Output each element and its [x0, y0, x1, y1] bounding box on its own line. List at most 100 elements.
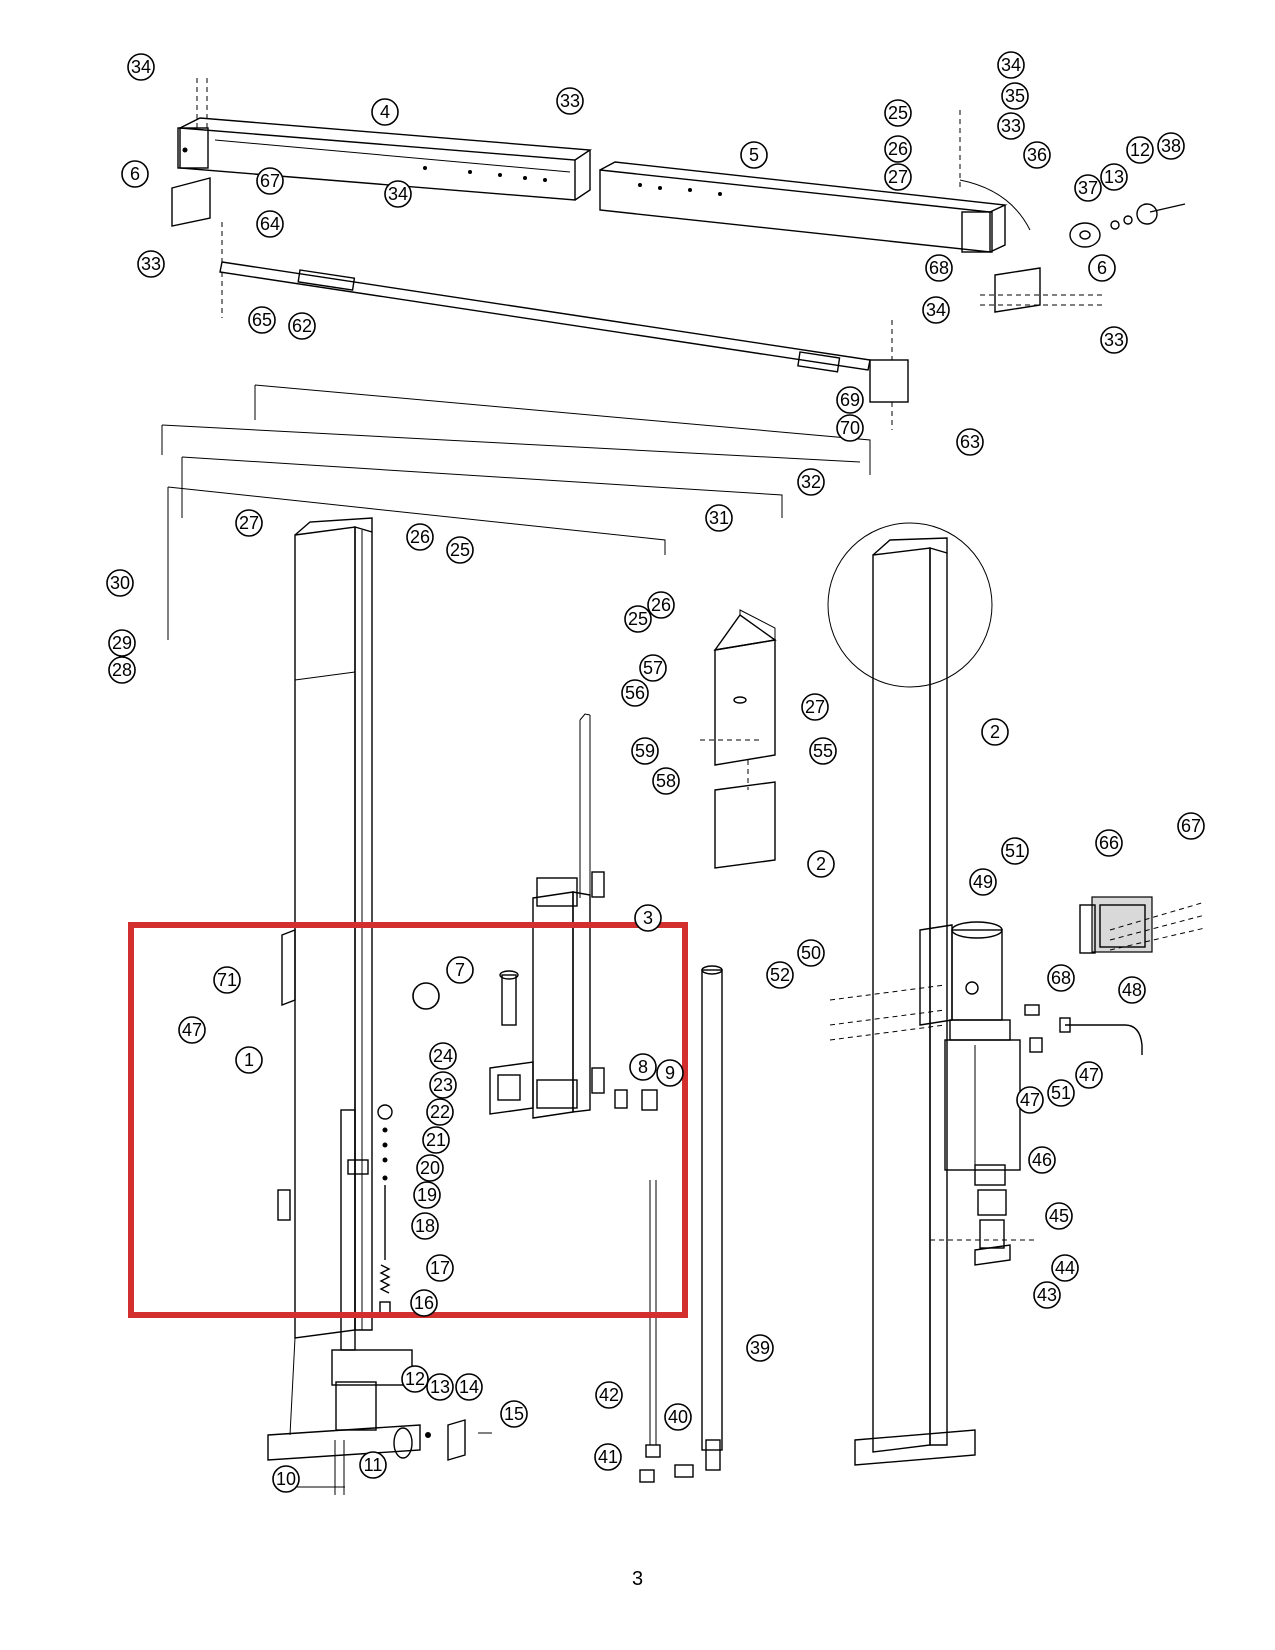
svg-text:27: 27: [805, 697, 825, 717]
cable-36: [959, 179, 1031, 231]
callout: 38: [1157, 132, 1185, 160]
svg-text:25: 25: [888, 103, 908, 123]
pin-7: [499, 970, 519, 1026]
crossbeam-right: [599, 161, 1008, 253]
svg-text:27: 27: [888, 167, 908, 187]
svg-text:30: 30: [110, 573, 130, 593]
svg-text:2: 2: [816, 854, 826, 874]
svg-text:52: 52: [770, 965, 790, 985]
svg-text:29: 29: [112, 633, 132, 653]
svg-text:12: 12: [405, 1369, 425, 1389]
svg-text:68: 68: [1051, 968, 1071, 988]
callout: 39: [746, 1334, 774, 1362]
callout: 36: [1023, 141, 1051, 169]
svg-text:49: 49: [973, 872, 993, 892]
svg-text:14: 14: [459, 1377, 479, 1397]
svg-text:34: 34: [926, 300, 946, 320]
callout: 33: [556, 87, 584, 115]
svg-text:3: 3: [643, 908, 653, 928]
callout: 47: [1016, 1086, 1044, 1114]
svg-text:6: 6: [1097, 258, 1107, 278]
callout: 27: [235, 509, 263, 537]
svg-text:65: 65: [252, 310, 272, 330]
svg-text:62: 62: [292, 316, 312, 336]
bracket-left: [171, 177, 211, 227]
callout: 7: [446, 956, 474, 984]
callout: 19: [413, 1181, 441, 1209]
hardware-dashes-right: [700, 739, 1206, 1241]
svg-text:67: 67: [1181, 816, 1201, 836]
svg-text:10: 10: [276, 1469, 296, 1489]
blocks-8-9: [614, 1089, 658, 1111]
callout: 58: [652, 767, 680, 795]
svg-text:39: 39: [750, 1338, 770, 1358]
callout: 34: [127, 53, 155, 81]
svg-text:26: 26: [651, 595, 671, 615]
callout: 51: [1001, 837, 1029, 865]
svg-text:24: 24: [433, 1046, 453, 1066]
svg-text:6: 6: [130, 164, 140, 184]
sheave-bottom-left: [393, 1419, 492, 1461]
svg-text:56: 56: [625, 683, 645, 703]
svg-text:16: 16: [414, 1293, 434, 1313]
svg-text:36: 36: [1027, 145, 1047, 165]
callout: 16: [410, 1289, 438, 1317]
callout: 12: [401, 1365, 429, 1393]
svg-text:47: 47: [1020, 1090, 1040, 1110]
callout: 13: [1100, 163, 1128, 191]
callout: 41: [594, 1443, 622, 1471]
svg-text:12: 12: [1130, 140, 1150, 160]
bracket-right: [994, 267, 1041, 313]
svg-text:25: 25: [450, 540, 470, 560]
post-right: [827, 522, 993, 1466]
equalizer-shaft: [219, 261, 909, 403]
svg-text:4: 4: [380, 102, 390, 122]
svg-text:51: 51: [1051, 1083, 1071, 1103]
callout: 47: [1075, 1061, 1103, 1089]
svg-text:13: 13: [1104, 167, 1124, 187]
callout: 67: [256, 167, 284, 195]
control-box-67: [1079, 896, 1153, 954]
svg-text:19: 19: [417, 1185, 437, 1205]
callout: 34: [997, 51, 1025, 79]
svg-text:71: 71: [217, 970, 237, 990]
svg-text:22: 22: [430, 1102, 450, 1122]
callout: 24: [429, 1042, 457, 1070]
callout: 62: [288, 312, 316, 340]
callout: 70: [836, 414, 864, 442]
callout: 47: [178, 1016, 206, 1044]
callout: 52: [766, 961, 794, 989]
callout: 37: [1074, 174, 1102, 202]
callout: 68: [925, 254, 953, 282]
callout: 18: [411, 1212, 439, 1240]
svg-text:9: 9: [665, 1063, 675, 1083]
svg-text:34: 34: [1001, 55, 1021, 75]
callout: 44: [1051, 1254, 1079, 1282]
callout: 12: [1126, 136, 1154, 164]
callout: 56: [621, 679, 649, 707]
cable-loops: [161, 384, 871, 640]
svg-text:33: 33: [141, 254, 161, 274]
callout: 25: [446, 536, 474, 564]
callout: 33: [1100, 326, 1128, 354]
callout: 27: [801, 693, 829, 721]
callout: 33: [997, 112, 1025, 140]
svg-text:13: 13: [430, 1377, 450, 1397]
callout: 43: [1033, 1281, 1061, 1309]
callout: 32: [797, 468, 825, 496]
callout: 2: [807, 850, 835, 878]
callout: 27: [884, 163, 912, 191]
svg-text:44: 44: [1055, 1258, 1075, 1278]
svg-text:23: 23: [433, 1075, 453, 1095]
callout: 59: [631, 737, 659, 765]
callout: 4: [371, 98, 399, 126]
svg-text:25: 25: [628, 609, 648, 629]
post-left: [267, 517, 421, 1461]
svg-text:41: 41: [598, 1447, 618, 1467]
svg-text:1: 1: [244, 1050, 254, 1070]
carriage: [489, 713, 605, 1119]
svg-text:66: 66: [1099, 833, 1119, 853]
svg-text:26: 26: [410, 527, 430, 547]
callout: 30: [106, 569, 134, 597]
